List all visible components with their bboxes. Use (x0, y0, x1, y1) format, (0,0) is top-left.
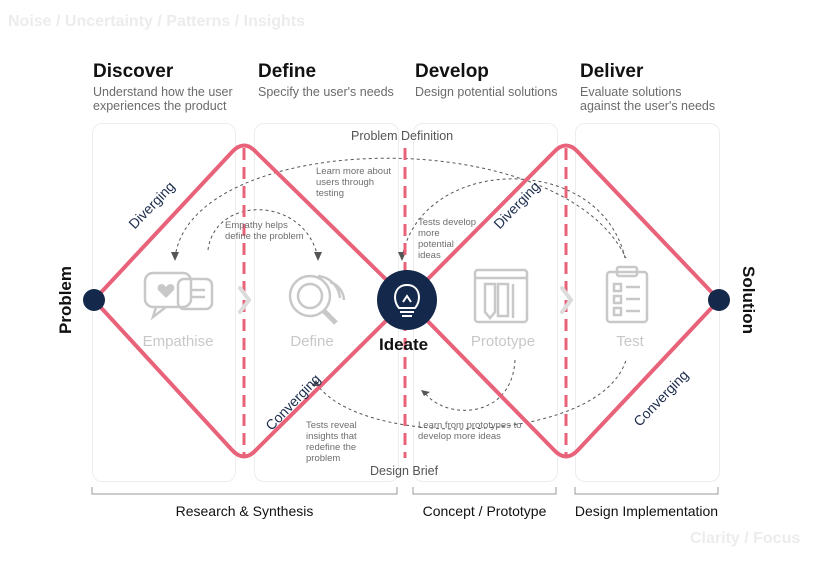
ideate-node (377, 270, 437, 330)
stage-label-empathise: Empathise (142, 333, 214, 350)
bracket-research (91, 487, 398, 495)
phase-title-define: Define (258, 61, 317, 82)
design-brief-label: Design Brief (370, 464, 439, 478)
note-learn-prototypes: Learn from prototypes to develop more id… (418, 420, 522, 442)
diamond-right (405, 143, 721, 459)
phase-title-deliver: Deliver (580, 61, 644, 82)
chevron-right-icon (560, 286, 574, 314)
problem-definition-label: Problem Definition (351, 129, 454, 143)
blueprint-icon (473, 268, 529, 324)
bracket-implementation (574, 487, 719, 495)
phase-desc-discover: Understand how the user experiences the … (93, 85, 233, 113)
stage-label-prototype: Prototype (470, 333, 536, 350)
feedback-arc-test-to-define (315, 359, 627, 430)
speech-bubbles-icon (143, 271, 214, 321)
note-learn-more: Learn more about users through testing (316, 166, 391, 199)
feedback-arc-prototype-to-ideate (424, 359, 516, 411)
problem-label: Problem (56, 265, 76, 335)
phase-desc-deliver: Evaluate solutions against the user's ne… (580, 85, 716, 113)
feedback-arc-test-to-empathise (174, 157, 627, 259)
chevron-right-icon (238, 286, 252, 314)
feedback-arc-test-to-ideate (401, 178, 626, 259)
stage-label-define: Define (290, 333, 334, 350)
problem-node (83, 289, 105, 311)
solution-label: Solution (738, 266, 758, 334)
clipboard-checklist-icon (605, 265, 649, 324)
bracket-label-implementation: Design Implementation (574, 503, 719, 519)
phase-desc-develop: Design potential solutions (415, 85, 558, 99)
bracket-concept (412, 487, 557, 495)
bracket-label-concept: Concept / Prototype (422, 503, 547, 519)
phase-title-develop: Develop (415, 61, 489, 82)
corner-label-top: Noise / Uncertainty / Patterns / Insight… (8, 13, 305, 30)
note-empathy: Empathy helps define the problem (225, 220, 304, 242)
stage-label-ideate: Ideate (379, 335, 429, 354)
lightbulb-icon (394, 283, 420, 317)
phase-desc-define: Specify the user's needs (258, 85, 394, 99)
solution-node (708, 289, 730, 311)
phase-title-discover: Discover (93, 61, 174, 82)
note-tests-develop: Tests develop more potential ideas (418, 217, 477, 261)
corner-label-bottom: Clarity / Focus (690, 530, 801, 547)
bracket-label-research: Research & Synthesis (175, 503, 314, 519)
feedback-arc-define-to-empathise (207, 209, 319, 259)
note-tests-reveal: Tests reveal insights that redefine the … (306, 420, 357, 464)
stage-label-test: Test (616, 333, 644, 350)
magnifier-chart-icon (288, 274, 346, 325)
